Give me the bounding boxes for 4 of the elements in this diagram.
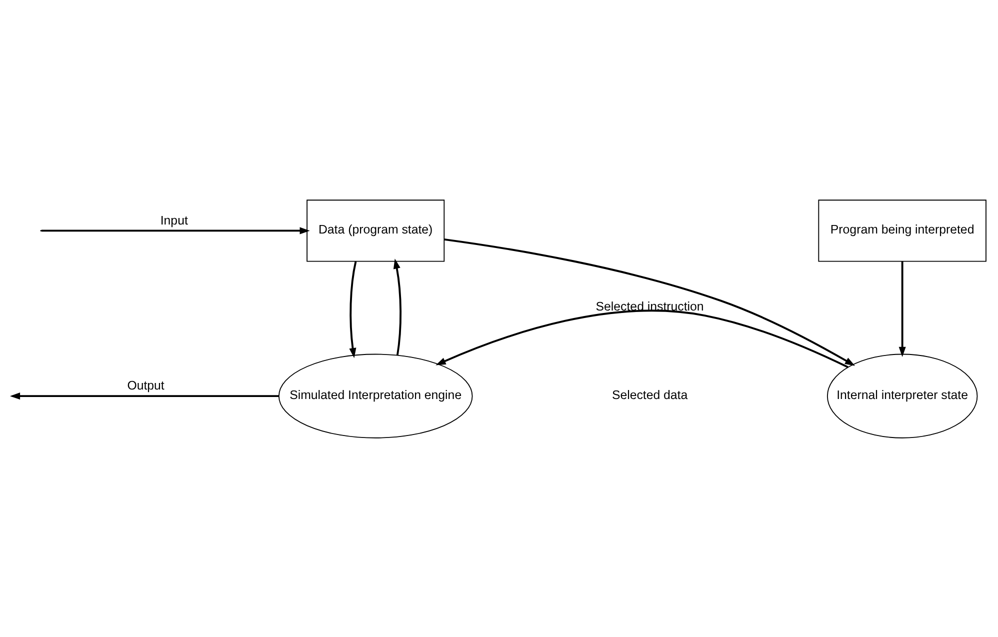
edge-label: Selected instruction xyxy=(596,299,704,314)
edge-label: Input xyxy=(160,212,188,227)
edge-label: Output xyxy=(127,378,164,392)
label: Selected data xyxy=(612,388,688,402)
